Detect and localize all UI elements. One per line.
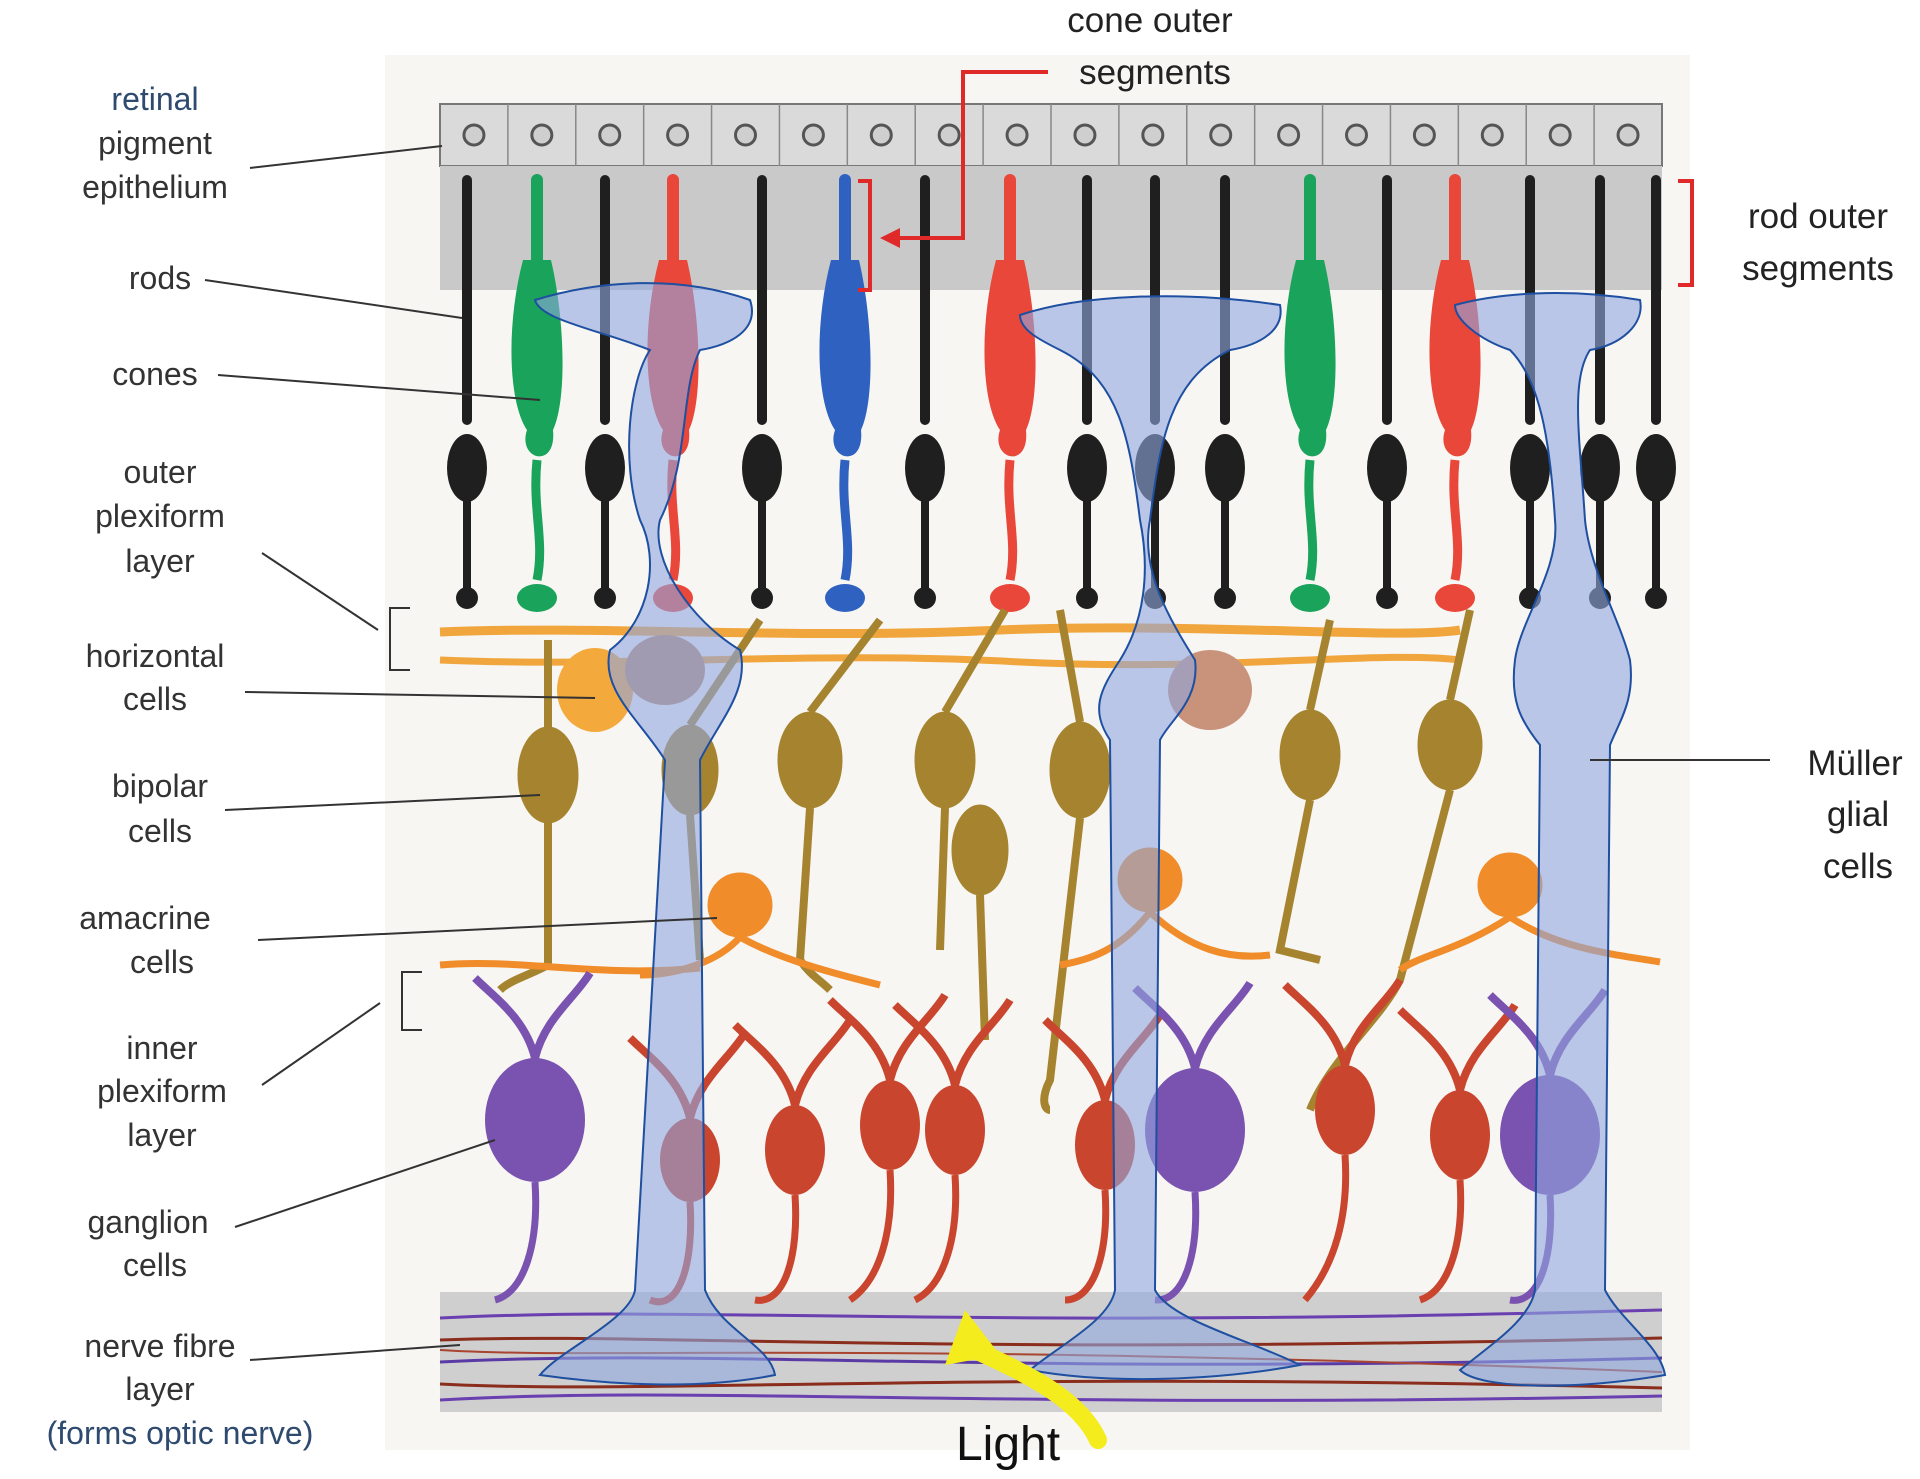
epithelium-nucleus	[462, 123, 486, 147]
rod-cell	[447, 175, 487, 609]
label-inner: inner	[126, 1030, 198, 1066]
cone-cell-blue	[819, 174, 871, 612]
label-epithelium: epithelium	[82, 169, 228, 205]
rod-outer-segments-bracket	[1678, 179, 1694, 287]
label-bipolar-cells: cells	[128, 813, 192, 849]
label-pigment: pigment	[98, 125, 212, 161]
rod-cell	[1636, 175, 1676, 609]
epithelium-nucleus	[1412, 123, 1436, 147]
left-labels: retinal pigment epithelium rods cones ou…	[47, 81, 314, 1451]
epithelium-nucleus	[1005, 123, 1029, 147]
label-outer: outer	[124, 454, 197, 490]
label-inner-plexiform: plexiform	[97, 1073, 227, 1109]
right-labels: cone outer segments rod outer segments M…	[956, 1, 1903, 1471]
label-amacrine-cells: cells	[130, 944, 194, 980]
label-rods: rods	[129, 260, 191, 296]
ganglion-cell	[1132, 980, 1254, 1304]
rod-cell	[1367, 175, 1407, 609]
ganglion-cell	[472, 970, 594, 1304]
epithelium-nucleus	[530, 123, 554, 147]
epithelium-nucleus	[1277, 123, 1301, 147]
epithelium-nucleus	[1480, 123, 1504, 147]
label-horizontal: horizontal	[86, 638, 225, 674]
epithelium-nucleus	[1141, 123, 1165, 147]
ganglion-cell	[732, 1017, 854, 1304]
rod-cell	[585, 175, 625, 609]
epithelium-nucleus	[666, 123, 690, 147]
label-bipolar: bipolar	[112, 768, 208, 804]
ganglion-cell	[892, 997, 1014, 1304]
label-horizontal-cells: cells	[123, 681, 187, 717]
label-ganglion: ganglion	[88, 1204, 209, 1240]
epithelium-nucleus	[1616, 123, 1640, 147]
label-leaders	[204, 145, 1770, 1361]
cone-cell-green	[1284, 174, 1336, 612]
epithelium-nucleus	[1209, 123, 1233, 147]
epithelium-nucleus	[1073, 123, 1097, 147]
label-amacrine: amacrine	[79, 900, 211, 936]
epithelium-nucleus	[869, 123, 893, 147]
ganglion-cell	[1282, 977, 1404, 1303]
label-nerve-fibre: nerve fibre	[84, 1328, 235, 1364]
muller-glial-cells	[533, 282, 1667, 1387]
epithelium-cells	[462, 104, 1640, 166]
label-rod-outer: rod outer	[1748, 197, 1888, 236]
pigment-epithelium	[439, 103, 1663, 167]
rod-cell	[905, 175, 945, 609]
light-arrow	[945, 1310, 1107, 1449]
epithelium-nucleus	[1345, 123, 1368, 147]
label-forms-optic-nerve: (forms optic nerve)	[47, 1415, 314, 1451]
label-glial: glial	[1827, 795, 1889, 834]
ganglion-cell	[827, 992, 949, 1303]
epithelium-nucleus	[734, 123, 757, 147]
label-retinal: retinal	[111, 81, 198, 117]
label-nerve-layer: layer	[125, 1371, 195, 1407]
muller-cell	[1018, 295, 1304, 1381]
cone-outer-segments-marker	[858, 70, 1048, 292]
label-layer: layer	[125, 543, 195, 579]
label-muller-cells: cells	[1823, 847, 1893, 886]
epithelium-nucleus	[1548, 123, 1572, 147]
label-light: Light	[956, 1418, 1060, 1471]
label-plexiform: plexiform	[95, 498, 225, 534]
cone-cell-red	[984, 174, 1036, 612]
label-cones: cones	[112, 356, 197, 392]
label-cone-segments: segments	[1079, 53, 1231, 92]
label-muller: Müller	[1807, 744, 1903, 783]
label-rod-segments: segments	[1742, 249, 1894, 288]
epithelium-nucleus	[937, 123, 961, 147]
label-ganglion-cells: cells	[123, 1247, 187, 1283]
epithelium-nucleus	[801, 123, 825, 147]
label-inner-layer: layer	[127, 1117, 197, 1153]
epithelium-nucleus	[598, 123, 622, 147]
muller-cell	[533, 282, 777, 1386]
rod-cell	[742, 175, 782, 609]
label-cone-outer: cone outer	[1067, 1, 1233, 40]
outer-segment-band	[440, 166, 1662, 290]
muller-cell	[1453, 292, 1667, 1387]
